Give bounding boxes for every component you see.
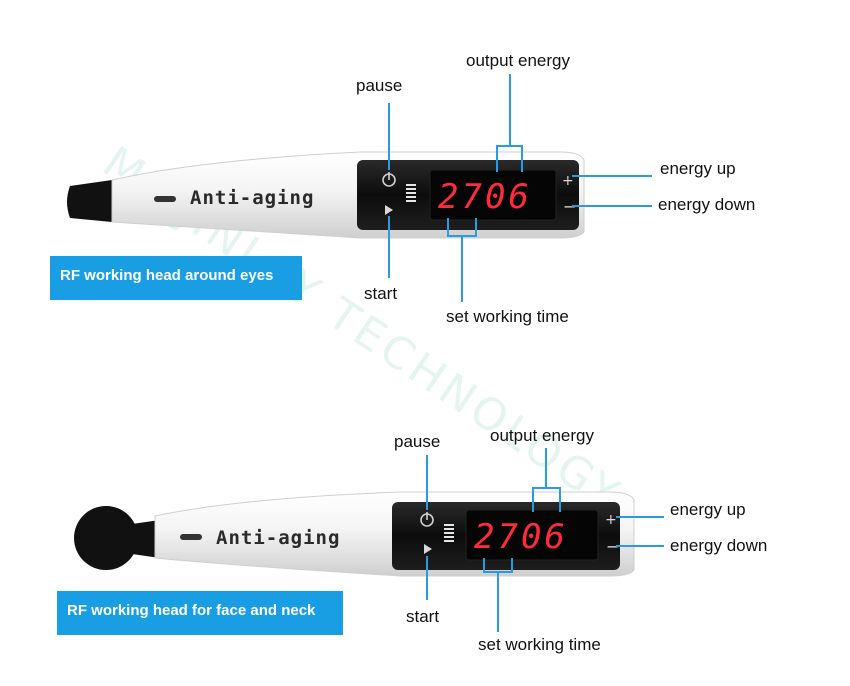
plus-icon[interactable]: +	[562, 173, 574, 189]
label-pause: pause	[394, 432, 440, 451]
round-head-icon	[74, 506, 138, 570]
device-1-leaders	[388, 74, 652, 302]
device-2-leaders	[426, 448, 664, 632]
logo-mark	[180, 534, 202, 540]
label-pause: pause	[356, 76, 402, 95]
logo-mark	[154, 196, 176, 202]
label-start: start	[406, 607, 439, 626]
head-neck	[132, 520, 160, 558]
play-icon[interactable]	[385, 205, 393, 215]
label-start: start	[364, 284, 397, 303]
grille	[444, 524, 454, 542]
label-energy-up: energy up	[670, 500, 746, 519]
power-icon[interactable]	[382, 172, 396, 187]
label-set-working-time: set working time	[478, 635, 601, 654]
minus-icon[interactable]: −	[606, 537, 619, 556]
grille	[406, 184, 416, 202]
label-output-energy: output energy	[466, 51, 570, 70]
device-face-neck-pen: Anti-aging 2706 + −	[74, 491, 635, 577]
display-digits: 2706	[438, 177, 532, 217]
power-icon[interactable]	[420, 512, 434, 527]
label-set-working-time: set working time	[446, 307, 569, 326]
brand-text: Anti-aging	[190, 187, 314, 209]
device-eye-pen: Anti-aging 2706 + −	[67, 151, 585, 239]
eye-head-icon	[67, 180, 118, 222]
caption-face-neck-head: RF working head for face and neck	[57, 591, 343, 635]
minus-icon[interactable]: −	[563, 197, 576, 216]
label-energy-up: energy up	[660, 159, 736, 178]
brand-text: Anti-aging	[216, 527, 340, 549]
play-icon[interactable]	[424, 544, 432, 554]
caption-eye-head: RF working head around eyes	[50, 256, 302, 300]
label-output-energy: output energy	[490, 426, 594, 445]
label-energy-down: energy down	[670, 536, 767, 555]
plus-icon[interactable]: +	[605, 512, 617, 528]
display-screen	[429, 169, 557, 221]
display-digits: 2706	[474, 517, 568, 557]
label-energy-down: energy down	[658, 195, 755, 214]
